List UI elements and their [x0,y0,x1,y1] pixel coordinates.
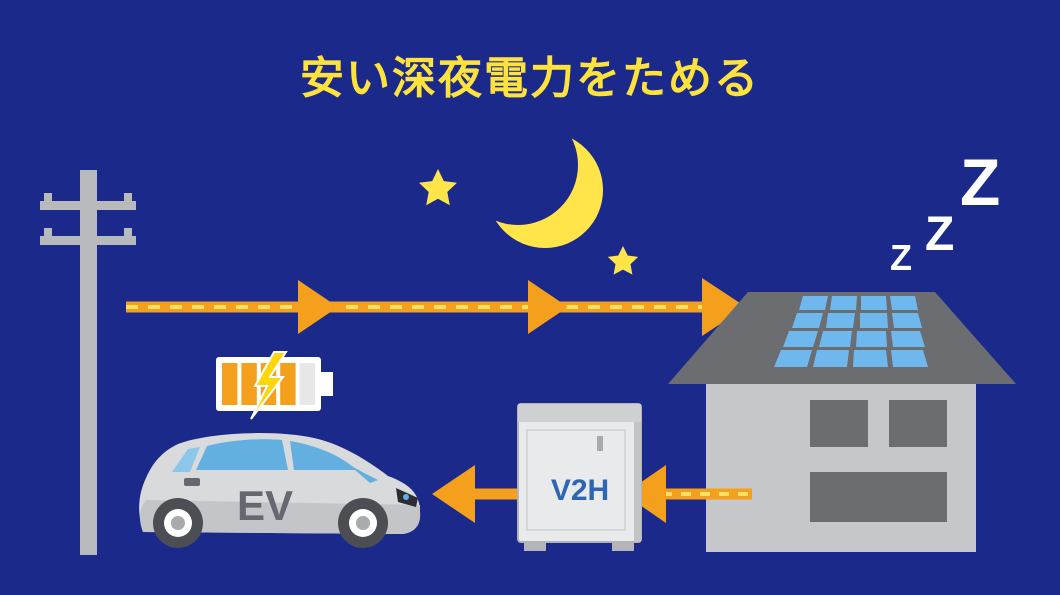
car-icon: EV [139,433,421,548]
flow-arrow-3 [702,278,746,336]
flow-arrow-left-1 [624,465,666,523]
v2h-label: V2H [551,474,609,507]
house-window-left [810,400,868,447]
sleep-z-medium: Z [925,208,954,261]
battery-icon [216,351,333,420]
utility-pole-icon [40,170,136,555]
flow-arrow-1 [298,280,338,334]
flow-arrow-left-2 [432,465,475,523]
house-to-v2h-flow [624,465,752,523]
sleep-z-small: Z [890,237,912,278]
star-icon [607,246,639,275]
battery-cell [222,363,238,405]
flow-arrow-2 [528,280,568,334]
car-front-wheel [153,498,203,548]
house-window-right [889,400,947,447]
diagram-title: 安い深夜電力をためる [300,53,760,104]
v2h-to-ev-flow [432,465,520,523]
battery-cell [241,363,257,405]
star-icon [419,169,457,206]
car-rear-wheel [338,498,388,548]
ev-label: EV [237,482,293,529]
house-icon [668,292,1016,552]
v2h-charger-icon: V2H [517,403,642,551]
moon-icon [487,132,603,248]
solar-panel-icon [774,296,928,367]
lightning-icon [250,351,288,420]
sleep-z-large: Z [960,145,1000,219]
night-power-flow [126,278,746,336]
house-window-wide [810,472,947,522]
battery-cell [280,363,296,405]
battery-cell [299,363,315,405]
